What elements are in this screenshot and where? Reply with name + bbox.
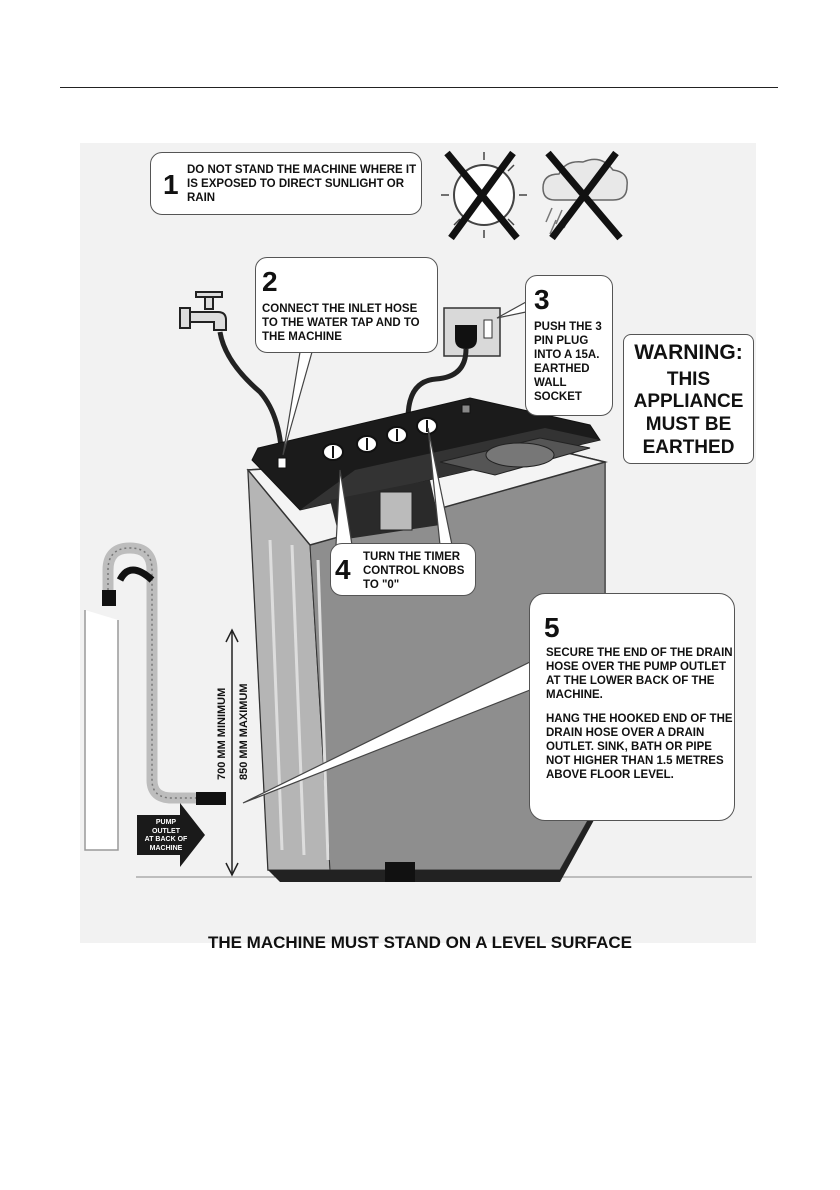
dimension-max-label: 850 MM MAXIMUM: [238, 683, 250, 780]
callout-step-2: 2 CONNECT THE INLET HOSE TO THE WATER TA…: [255, 257, 438, 353]
pump-label-line-4: MACHINE: [139, 845, 193, 854]
inlet-connector: [278, 458, 286, 468]
pump-label-line-2: OUTLET: [139, 828, 193, 837]
dimension-min-label: 700 MM MINIMUM: [216, 688, 228, 780]
pump-label-line-3: AT BACK OF: [139, 836, 193, 845]
level-surface-note: THE MACHINE MUST STAND ON A LEVEL SURFAC…: [0, 933, 840, 953]
warning-box: WARNING: THIS APPLIANCE MUST BE EARTHED: [623, 334, 754, 464]
standpipe: [85, 610, 118, 850]
warning-line-4: EARTHED: [624, 437, 753, 459]
sun-crossed-icon: [441, 152, 527, 238]
warning-title: WARNING:: [624, 341, 753, 365]
step-1-number: 1: [163, 171, 179, 199]
callout3-pointer: [497, 302, 526, 318]
callout-step-4: 4 TURN THE TIMER CONTROL KNOBS TO "0": [330, 543, 476, 596]
warning-line-3: MUST BE: [624, 414, 753, 436]
step-3-text: PUSH THE 3 PIN PLUG INTO A 15A. EARTHED …: [534, 320, 612, 404]
step-2-number: 2: [262, 268, 278, 296]
warning-line-2: APPLIANCE: [624, 391, 753, 413]
pump-label-line-1: PUMP: [139, 819, 193, 828]
step-3-number: 3: [534, 286, 550, 314]
step-4-text: TURN THE TIMER CONTROL KNOBS TO "0": [363, 550, 473, 592]
callout-step-5: 5 SECURE THE END OF THE DRAIN HOSE OVER …: [529, 593, 735, 821]
step-5-text-2: HANG THE HOOKED END OF THE DRAIN HOSE OV…: [546, 712, 734, 782]
step-4-number: 4: [335, 556, 351, 584]
callout-step-3: 3 PUSH THE 3 PIN PLUG INTO A 15A. EARTHE…: [525, 275, 613, 416]
step-5-text-1: SECURE THE END OF THE DRAIN HOSE OVER TH…: [546, 646, 734, 702]
step-1-text: DO NOT STAND THE MACHINE WHERE IT IS EXP…: [187, 163, 417, 205]
drain-hose: [102, 548, 226, 805]
wall-socket-icon: [444, 308, 500, 356]
step-2-text: CONNECT THE INLET HOSE TO THE WATER TAP …: [262, 302, 434, 344]
callout-step-1: 1 DO NOT STAND THE MACHINE WHERE IT IS E…: [150, 152, 422, 215]
rain-crossed-icon: [543, 153, 627, 238]
pump-outlet-label: PUMP OUTLET AT BACK OF MACHINE: [139, 819, 193, 853]
water-tap-icon: [180, 292, 226, 330]
step-5-number: 5: [544, 614, 560, 642]
warning-line-1: THIS: [624, 369, 753, 391]
